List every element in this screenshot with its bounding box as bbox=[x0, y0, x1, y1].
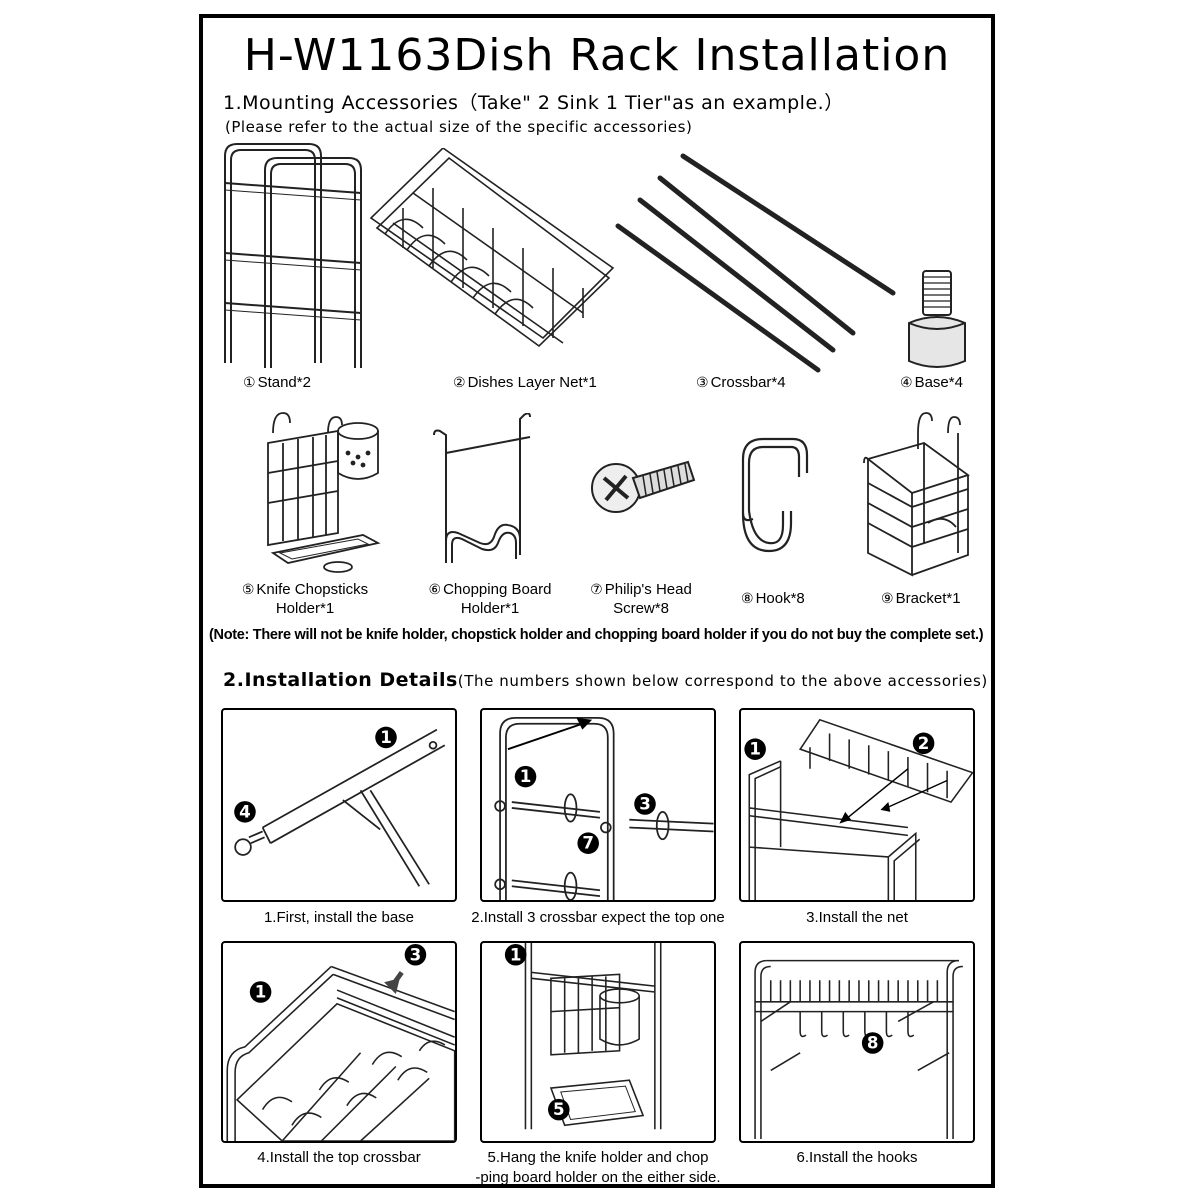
step-1-caption: 1.First, install the base bbox=[263, 909, 415, 926]
section-2-heading: 2.Installation Details(The numbers shown… bbox=[223, 669, 988, 691]
step-5-caption-line-1: 5.Hang the knife holder and chop bbox=[487, 1149, 709, 1166]
step-6-badge-8: 8 bbox=[867, 1033, 879, 1052]
step-2-illustration: 1 3 7 bbox=[494, 716, 714, 900]
section-1-subnote: (Please refer to the actual size of the … bbox=[225, 118, 693, 136]
step-4-caption: 4.Install the top crossbar bbox=[257, 1149, 421, 1166]
step-2-panel: 1 3 7 bbox=[480, 708, 716, 902]
section-1-heading: 1.Mounting Accessories（Take" 2 Sink 1 Ti… bbox=[223, 92, 844, 114]
dish-net-icon bbox=[369, 148, 615, 348]
step-6-illustration: 8 bbox=[754, 959, 963, 1140]
page-title: H-W1163Dish Rack Installation bbox=[243, 30, 951, 81]
step-5-badge-5: 5 bbox=[553, 1100, 565, 1119]
base-foot-icon bbox=[908, 270, 966, 368]
stand-frame-icon bbox=[224, 143, 362, 368]
step-1-badge-4: 4 bbox=[239, 802, 251, 821]
section-2-subtitle: (The numbers shown below correspond to t… bbox=[457, 672, 988, 690]
step-4-badge-3: 3 bbox=[410, 945, 422, 964]
step-2-caption: 2.Install 3 crossbar expect the top one bbox=[471, 909, 725, 926]
step-3-badge-1: 1 bbox=[749, 740, 761, 759]
step-1-badge-1: 1 bbox=[380, 728, 392, 747]
knife-holder-icon bbox=[267, 412, 381, 573]
step-5-caption-line-2: -ping board holder on the either side. bbox=[475, 1169, 721, 1186]
step-2-badge-1: 1 bbox=[520, 767, 532, 786]
screw-icon bbox=[591, 460, 696, 513]
purchase-note: (Note: There will not be knife holder, c… bbox=[209, 627, 984, 643]
step-4-panel: 1 3 bbox=[221, 941, 457, 1143]
crossbar-icon bbox=[615, 153, 896, 373]
step-3-badge-2: 2 bbox=[918, 734, 930, 753]
section-2-title: 2.Installation Details bbox=[223, 669, 458, 691]
board-holder-icon bbox=[433, 413, 531, 563]
step-5-badge-1: 1 bbox=[510, 945, 522, 964]
step-5-illustration: 1 5 bbox=[504, 943, 662, 1130]
step-5-caption: 5.Hang the knife holder and chop -ping bo… bbox=[460, 1148, 736, 1186]
step-2-badge-3: 3 bbox=[639, 795, 651, 814]
hook-icon bbox=[741, 437, 809, 553]
step-3-illustration: 1 2 bbox=[744, 718, 973, 900]
step-6-panel: 8 bbox=[739, 941, 975, 1143]
step-3-caption: 3.Install the net bbox=[806, 909, 908, 926]
step-2-badge-7: 7 bbox=[582, 834, 594, 853]
step-4-illustration: 1 3 bbox=[226, 943, 455, 1141]
step-5-panel: 1 5 bbox=[480, 941, 716, 1143]
step-3-panel: 1 2 bbox=[739, 708, 975, 902]
instruction-sheet: H-W1163Dish Rack Installation 1.Mounting… bbox=[199, 14, 995, 1188]
bracket-icon bbox=[863, 412, 970, 577]
step-1-illustration: 1 4 bbox=[234, 726, 446, 887]
step-4-badge-1: 1 bbox=[255, 983, 267, 1002]
step-1-panel: 1 4 bbox=[221, 708, 457, 902]
step-6-caption: 6.Install the hooks bbox=[796, 1149, 918, 1166]
